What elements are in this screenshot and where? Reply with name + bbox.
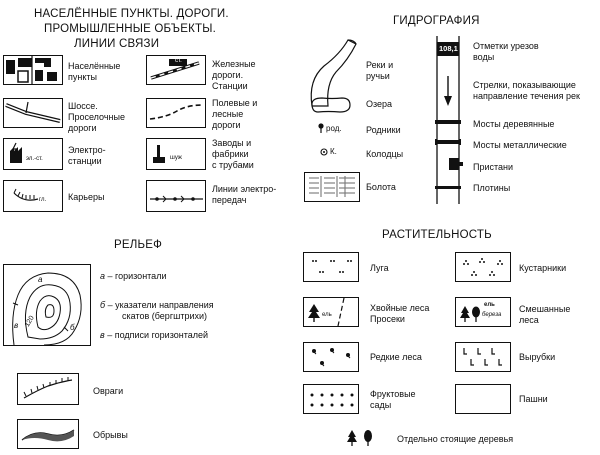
power-station-label: Электро- станции	[68, 145, 106, 166]
railway-label: Железные дороги. Станции	[212, 59, 256, 91]
well-icon	[320, 148, 328, 156]
settlements-symbol	[3, 55, 63, 85]
highway-symbol	[3, 98, 63, 128]
lakes-label: Озера	[366, 99, 393, 109]
highway-label: Шоссе. Проселочные дороги	[68, 101, 125, 133]
relief-legend-a: а – горизонтали	[100, 271, 167, 281]
arable-land-symbol	[455, 384, 511, 414]
arable-land-label: Пашни	[519, 394, 548, 404]
wooden-bridges-label: Мосты деревянные	[473, 119, 555, 129]
quarry-symbol: гл.	[3, 180, 63, 212]
piers-label: Пристани	[473, 162, 514, 172]
relief-legend-v: в – подписи горизонталей	[100, 330, 209, 340]
highway-icon	[5, 101, 61, 123]
water-level-sign: 108,1	[439, 44, 458, 53]
railway-symbol: ст.	[146, 55, 206, 85]
coniferous-forest-symbol: ель	[303, 297, 359, 327]
mixed-forest-symbol: ель береза	[455, 297, 511, 327]
orchards-label: Фруктовые сады	[370, 389, 416, 410]
ravine-symbol	[17, 373, 79, 405]
power-lines-label: Линии электро- передач	[212, 184, 277, 205]
mixed-sign-spruce: ель	[484, 302, 495, 308]
coniferous-forest-icon	[308, 297, 345, 327]
swamp-symbol	[304, 172, 360, 202]
settlements-blocks-icon	[6, 56, 57, 84]
metal-bridges-label: Мосты металлические	[473, 140, 567, 150]
mixed-forest-icon	[460, 306, 480, 322]
clearing-symbol	[455, 342, 511, 372]
meadow-symbol	[303, 252, 359, 282]
power-station-icon	[10, 142, 22, 163]
rivers-label: Реки и ручьи	[366, 60, 394, 81]
quarry-sign: гл.	[39, 197, 47, 203]
spring-icon	[318, 123, 324, 133]
field-roads-symbol	[146, 98, 206, 128]
spring-sign: род.	[326, 124, 342, 133]
settlements-title-line-3: ЛИНИИ СВЯЗИ	[74, 38, 160, 50]
ravine-icon	[23, 377, 73, 399]
cliff-icon	[21, 429, 75, 442]
power-line-icon	[150, 195, 203, 203]
factory-symbol: шуж	[146, 138, 206, 170]
swamp-hatch-icon	[309, 176, 355, 197]
orchard-symbol	[303, 384, 359, 414]
shrubs-label: Кустарники	[519, 263, 567, 273]
single-trees-label: Отдельно стоящие деревья	[397, 434, 514, 444]
clearing-icon	[463, 348, 502, 366]
ravines-label: Овраги	[93, 386, 124, 396]
settlements-title-line-2: ПРОМЫШЛЕННЫЕ ОБЪЕКТЫ.	[44, 23, 216, 35]
shrub-symbol	[455, 252, 511, 282]
sparse-forest-icon	[312, 348, 351, 367]
swamps-label: Болота	[366, 182, 396, 192]
water-level-label: Отметки урезов воды	[473, 41, 539, 62]
coniferous-sign: ель	[322, 312, 332, 318]
quarry-icon	[13, 188, 39, 201]
power-lines-symbol	[146, 180, 206, 212]
factory-chimney-icon	[153, 145, 165, 163]
sparse-forest-label: Редкие леса	[370, 352, 422, 362]
shrub-icon	[463, 258, 503, 276]
wells-label: Колодцы	[366, 149, 404, 159]
contour-letter-b: б	[70, 323, 75, 332]
power-station-sign: эл.-ст.	[26, 156, 43, 162]
well-sign: К.	[330, 147, 337, 156]
contour-lines-icon	[12, 272, 82, 346]
river-icon	[310, 39, 357, 107]
settlements-label: Населённые пункты	[68, 61, 121, 82]
meadow-icon	[312, 260, 352, 273]
contour-letter-v: в	[14, 321, 19, 330]
field-road-icon	[149, 104, 204, 120]
settlements-title-line-1: НАСЕЛЁННЫЕ ПУНКТЫ. ДОРОГИ.	[34, 8, 229, 20]
railway-station-sign: ст.	[175, 58, 182, 64]
coniferous-label: Хвойные леса Просеки	[370, 303, 430, 324]
flow-arrows-label: Стрелки, показывающие направление течени…	[473, 80, 580, 101]
meadows-label: Луга	[370, 263, 389, 273]
mixed-sign-birch: береза	[482, 312, 502, 318]
quarry-label: Карьеры	[68, 192, 105, 202]
river-column-icon	[435, 36, 463, 204]
vegetation-title: РАСТИТЕЛЬНОСТЬ	[382, 229, 492, 241]
railway-icon	[150, 59, 200, 80]
relief-title: РЕЛЬЕФ	[114, 239, 163, 251]
springs-label: Родники	[366, 125, 401, 135]
lake-icon	[311, 97, 351, 113]
field-roads-label: Полевые и лесные дороги	[212, 98, 258, 130]
single-trees-icon	[347, 430, 372, 446]
factory-label: Заводы и фабрики с трубами	[212, 138, 254, 170]
mixed-forest-label: Смешанные леса	[519, 304, 571, 325]
relief-contours-symbol: а б в 120	[3, 264, 91, 346]
sparse-forest-symbol	[303, 342, 359, 372]
dams-label: Плотины	[473, 183, 511, 193]
hydrography-title: ГИДРОГРАФИЯ	[393, 15, 480, 27]
cliffs-label: Обрывы	[93, 430, 128, 440]
cliff-symbol	[17, 419, 79, 449]
orchard-icon	[310, 393, 354, 407]
contour-letter-a: а	[38, 275, 43, 284]
clearings-label: Вырубки	[519, 352, 556, 362]
factory-sign: шуж	[170, 155, 182, 161]
power-station-symbol: эл.-ст.	[3, 138, 63, 170]
relief-legend-b: б – указатели направления скатов (бергшт…	[100, 300, 214, 321]
